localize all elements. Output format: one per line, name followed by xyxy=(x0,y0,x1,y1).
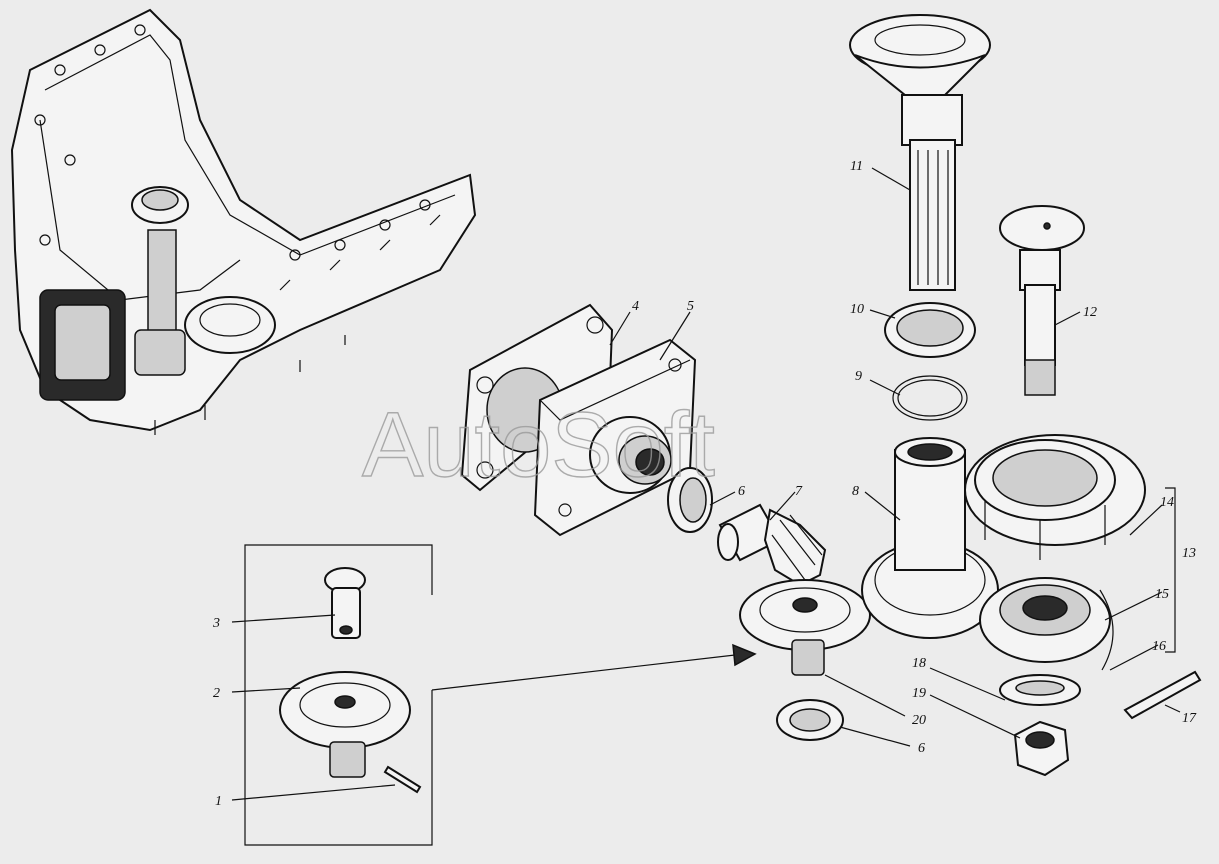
part-19-castle-nut xyxy=(1013,720,1070,777)
inset-detail-box xyxy=(244,544,757,846)
label-1: 1 xyxy=(215,794,222,809)
label-15: 15 xyxy=(1155,587,1169,602)
inset-part-3-pinion xyxy=(324,567,366,639)
part-12-axle-pin xyxy=(999,205,1085,396)
label-7: 7 xyxy=(795,484,803,499)
label-2: 2 xyxy=(213,686,220,701)
part-labels: 1 2 3 4 5 6 6 7 8 9 10 11 12 13 14 15 16… xyxy=(212,159,1197,809)
label-3: 3 xyxy=(212,616,220,631)
label-11: 11 xyxy=(850,159,863,174)
label-6-upper: 6 xyxy=(738,484,745,499)
label-17: 17 xyxy=(1182,711,1197,726)
part-7-bevel-gear-shaft xyxy=(717,503,827,587)
label-12: 12 xyxy=(1083,305,1097,320)
part-17-cotter-pin xyxy=(1123,670,1202,720)
part-5-flange-cover xyxy=(533,338,697,537)
label-9: 9 xyxy=(855,369,862,384)
label-5: 5 xyxy=(687,299,694,314)
label-14: 14 xyxy=(1160,495,1174,510)
inset-part-2-spur-gear xyxy=(279,671,411,778)
part-20-spur-gear-assembly xyxy=(739,579,871,676)
label-8: 8 xyxy=(852,484,859,499)
label-13: 13 xyxy=(1182,546,1196,561)
part-9-snap-ring xyxy=(892,375,968,421)
part-6-washer-upper xyxy=(667,467,713,533)
label-16: 16 xyxy=(1152,639,1166,654)
part-15-bearing xyxy=(979,577,1111,663)
label-4: 4 xyxy=(632,299,639,314)
part-14-large-gear xyxy=(964,434,1146,560)
part-18-lock-washer xyxy=(999,674,1081,706)
label-20: 20 xyxy=(912,713,926,728)
leader-lines xyxy=(231,167,1181,801)
label-18: 18 xyxy=(912,656,926,671)
part-6-washer-lower xyxy=(776,699,844,741)
label-10: 10 xyxy=(850,302,864,317)
part-10-spacer-ring xyxy=(884,302,976,358)
label-6-lower: 6 xyxy=(918,741,925,756)
part-11-bevel-gear-shaft xyxy=(849,14,991,291)
watermark-text: AutoSoft xyxy=(362,394,715,496)
inset-part-1-pin xyxy=(383,765,422,794)
gearbox-housing xyxy=(10,8,477,435)
part-16-snap-ring xyxy=(1099,589,1114,671)
label-19: 19 xyxy=(912,686,926,701)
part-8-gear-hub xyxy=(861,437,999,639)
